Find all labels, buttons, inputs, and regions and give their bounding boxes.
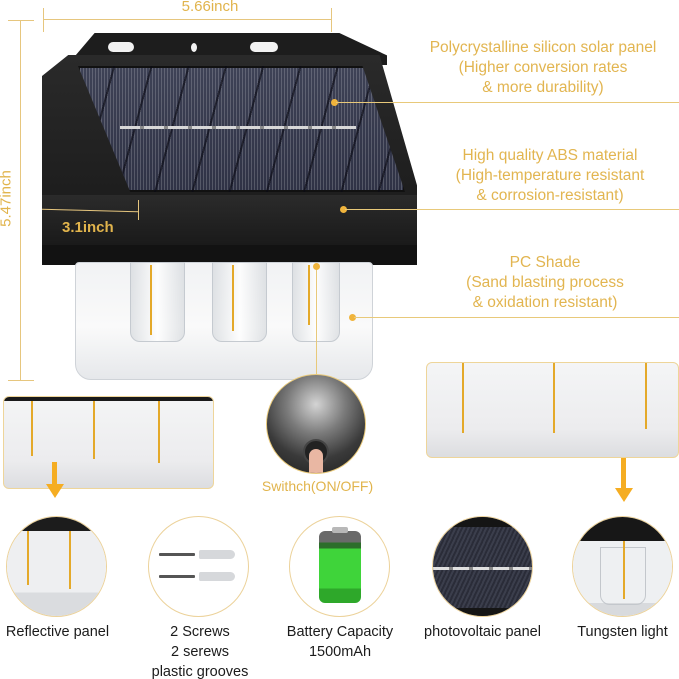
filament-bulb-icon: [573, 517, 672, 616]
wall-plug-icon: [199, 550, 235, 559]
feature-label-tungsten-light: Tungsten light: [577, 624, 668, 640]
filament: [308, 265, 310, 325]
feature-label-screws: 2 Screws 2 serews plastic grooves: [151, 624, 249, 679]
battery-terminal: [332, 527, 348, 533]
switch-leader-line: [316, 266, 317, 381]
height-dimension-tick-bottom: [8, 380, 34, 381]
callout-abs-material: High quality ABS material (High-temperat…: [455, 147, 645, 204]
width-dimension-tick-right: [331, 8, 332, 32]
callout-pc-shade: PC Shade (Sand blasting process & oxidat…: [466, 254, 624, 311]
callout-solar-panel: Polycrystalline silicon solar panel (Hig…: [429, 39, 657, 96]
solar-cell-icon: [433, 517, 532, 616]
filament: [27, 531, 29, 585]
wall-plug-icon: [199, 572, 235, 581]
screws-icon: [159, 553, 195, 556]
filament: [232, 265, 234, 331]
depth-dimension-tick: [138, 200, 139, 220]
arrow-down-head: [46, 484, 64, 498]
panel-frame: [433, 608, 532, 616]
solar-panel-cells: [78, 66, 405, 192]
filament: [645, 363, 647, 429]
switch-closeup: [266, 374, 366, 474]
inset-housing-edge: [4, 397, 213, 401]
reflective-panel-icon: [7, 517, 106, 616]
height-dimension-tick-top: [8, 20, 34, 21]
battery-icon: [319, 531, 361, 603]
callout-line-abs-material: [345, 209, 679, 210]
height-dimension-line: [20, 20, 21, 380]
bulb-tube: [212, 262, 267, 342]
mounting-slot-left: [108, 42, 134, 52]
filament: [69, 531, 71, 589]
feature-label-photovoltaic-panel: photovoltaic panel: [424, 624, 541, 640]
callout-line-solar-panel: [336, 102, 679, 103]
switch-label: Swithch(ON/OFF): [261, 478, 374, 494]
feature-tungsten-light: [572, 516, 673, 617]
switch-leader-dot: [313, 263, 320, 270]
arrow-down-icon: [52, 462, 57, 484]
solar-panel-busbar: [120, 126, 356, 129]
reflective-panel-inset: [3, 396, 214, 489]
feature-screws: [148, 516, 249, 617]
screws-icon: [159, 575, 195, 578]
tungsten-light-inset: [426, 362, 679, 458]
feature-reflective-panel: [6, 516, 107, 617]
panel-frame: [433, 517, 532, 527]
width-dimension-tick-left: [43, 8, 44, 32]
filament: [93, 401, 95, 459]
width-dimension-line: [43, 19, 332, 20]
callout-line-pc-shade: [354, 317, 679, 318]
solar-cell-busbar: [433, 567, 532, 570]
filament: [553, 363, 555, 433]
callout-dot-pc-shade: [349, 314, 356, 321]
mounting-hole: [191, 43, 197, 52]
finger-icon: [309, 449, 323, 473]
feature-label-battery: Battery Capacity 1500mAh: [286, 624, 394, 660]
housing-bottom-band: [42, 245, 417, 265]
feature-photovoltaic-panel: [432, 516, 533, 617]
depth-dimension-label: 3.1inch: [62, 219, 114, 236]
housing-front-band: [42, 195, 417, 245]
height-dimension-label: 5.47inch: [0, 170, 15, 227]
callout-dot-abs-material: [340, 206, 347, 213]
filament: [623, 541, 625, 599]
feature-battery: [289, 516, 390, 617]
filament: [462, 363, 464, 433]
arrow-down-head: [615, 488, 633, 502]
arrow-down-icon: [621, 458, 626, 488]
callout-dot-solar-panel: [331, 99, 338, 106]
filament: [150, 265, 152, 335]
bulb-tube: [130, 262, 185, 342]
mounting-slot-right: [250, 42, 278, 52]
feature-label-reflective-panel: Reflective panel: [5, 624, 110, 640]
filament: [31, 401, 33, 456]
width-dimension-label: 5.66inch: [181, 0, 239, 15]
filament: [158, 401, 160, 463]
